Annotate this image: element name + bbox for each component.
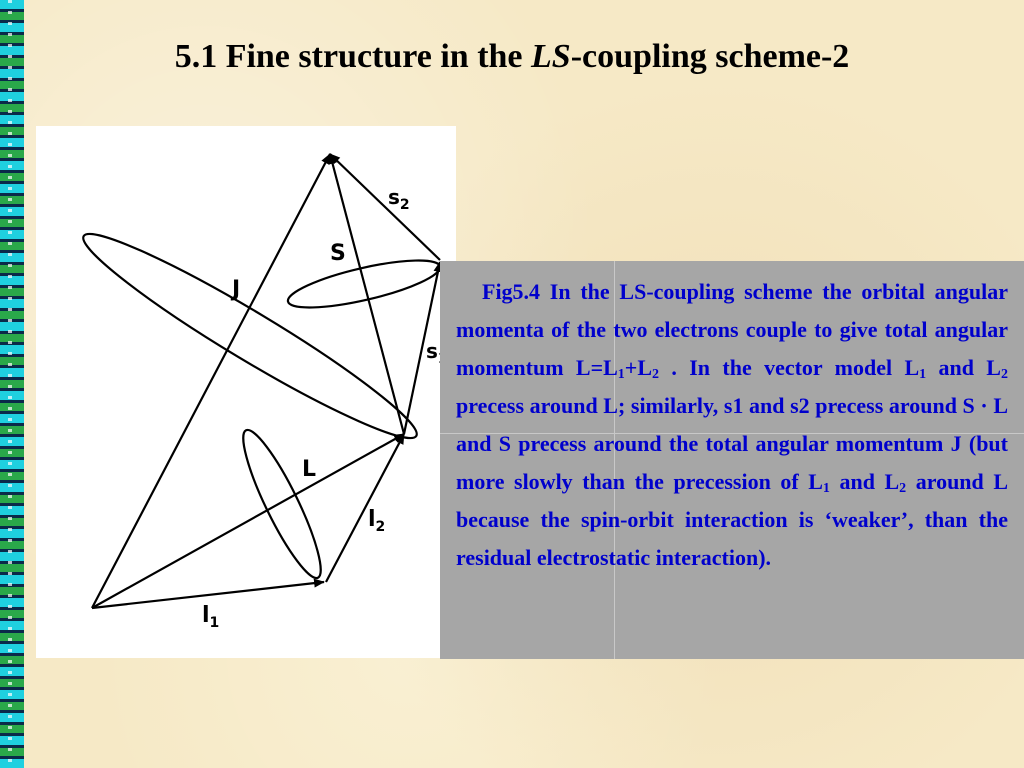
caption-text-7: around L because the spin-orbit interact… (456, 469, 1008, 570)
vector-l2 (325, 433, 405, 583)
left-decorative-border (0, 0, 24, 768)
caption-sub-6: 2 (899, 481, 907, 496)
caption-sub-5: 1 (822, 481, 830, 496)
label-S: S (330, 241, 346, 266)
title-part1: 5.1 Fine structure in the (174, 38, 532, 75)
caption-text-5: precess around L; similarly, s1 and s2 p… (456, 393, 1008, 494)
vector-S (328, 153, 406, 435)
caption-sub-2: 2 (652, 367, 660, 382)
figure-caption: Fig5.4 In the LS-coupling scheme the orb… (456, 273, 1008, 577)
title-part2: -coupling scheme-2 (570, 38, 850, 75)
vector-diagram: J S L s2 s1 l2 l1 (82, 153, 448, 631)
vector-s1 (402, 261, 443, 435)
caption-sub-1: 1 (617, 367, 625, 382)
vector-s2 (329, 153, 441, 261)
precession-ellipse-l (242, 428, 322, 580)
title-italic-ls: LS (531, 38, 571, 75)
caption-text-2: +L (624, 355, 653, 380)
caption-text-3: . In the vector model L (659, 355, 920, 380)
caption-text-4: and L (926, 355, 1001, 380)
precession-ellipse-large (82, 232, 418, 440)
caption-text-1: Fig5.4 In the LS-coupling scheme the orb… (456, 279, 1008, 380)
vector-L (91, 433, 405, 609)
label-J: J (230, 277, 240, 302)
label-s2: s2 (388, 185, 410, 213)
vector-l1 (91, 578, 325, 610)
label-l1: l1 (202, 603, 219, 631)
vector-J (91, 153, 331, 609)
caption-sub-4: 2 (1001, 367, 1008, 382)
caption-box: Fig5.4 In the LS-coupling scheme the orb… (440, 261, 1024, 659)
slide-title: 5.1 Fine structure in the LS-coupling sc… (0, 38, 1024, 76)
vector-model-figure: J S L s2 s1 l2 l1 (36, 126, 456, 658)
caption-text-6: and L (829, 469, 900, 494)
caption-sub-3: 1 (919, 367, 927, 382)
label-l2: l2 (368, 507, 385, 535)
label-L: L (302, 457, 316, 482)
